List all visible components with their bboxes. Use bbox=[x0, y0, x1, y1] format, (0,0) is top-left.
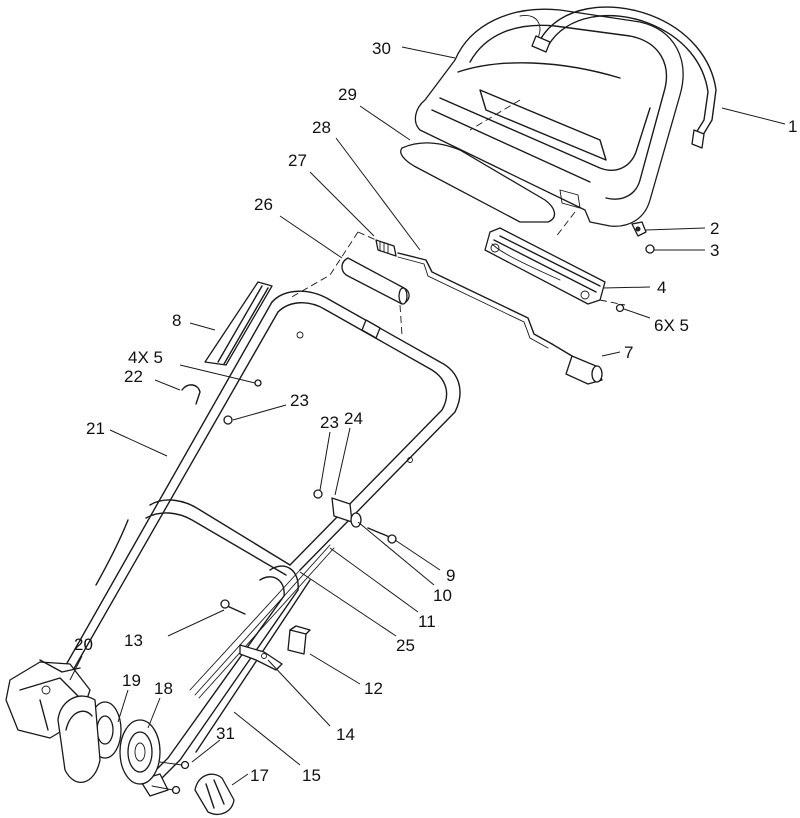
part-25-cable bbox=[189, 569, 301, 691]
callout-14: 14 bbox=[336, 725, 355, 744]
part-5-screw bbox=[254, 379, 262, 387]
wheel-housing bbox=[57, 695, 101, 783]
part-8-trim-piece bbox=[204, 281, 273, 366]
part-11-cable bbox=[194, 544, 335, 699]
callout-23-upper: 23 bbox=[290, 391, 309, 410]
callout-21: 21 bbox=[86, 419, 105, 438]
callout-17: 17 bbox=[250, 766, 269, 785]
part-28-control-rod bbox=[397, 252, 553, 349]
assembly-guide-lines bbox=[289, 99, 626, 336]
callout-12: 12 bbox=[364, 679, 383, 698]
callout-31: 31 bbox=[216, 724, 235, 743]
callout-1: 1 bbox=[788, 117, 797, 136]
part-14-bracket bbox=[239, 644, 283, 671]
callout-27: 27 bbox=[288, 151, 307, 170]
callout-3: 3 bbox=[710, 241, 719, 260]
part-31-screws bbox=[151, 760, 190, 795]
callout-10: 10 bbox=[433, 586, 452, 605]
part-21-upper-handle bbox=[61, 290, 461, 673]
part-1-bail-bar bbox=[531, 6, 717, 149]
part-27-spring bbox=[375, 239, 397, 257]
callout-22: 22 bbox=[124, 367, 143, 386]
part-23-nut-upper bbox=[223, 415, 233, 425]
part-4-control-bracket bbox=[484, 227, 606, 305]
callout-28: 28 bbox=[312, 118, 331, 137]
part-22-clip bbox=[181, 384, 201, 405]
callout-19: 19 bbox=[122, 671, 141, 690]
callout-23-lower: 23 bbox=[320, 413, 339, 432]
part-23-nut bbox=[313, 489, 323, 499]
part-10-washer bbox=[350, 512, 362, 528]
part-3-screw bbox=[645, 244, 655, 254]
callout-11: 11 bbox=[418, 612, 436, 631]
callout-8: 8 bbox=[172, 311, 181, 330]
leader-lines bbox=[69, 46, 786, 786]
callout-9: 9 bbox=[446, 566, 455, 585]
callout-4x5: 4X 5 bbox=[128, 348, 163, 367]
callout-15: 15 bbox=[302, 766, 321, 785]
callout-26: 26 bbox=[254, 195, 273, 214]
callout-18: 18 bbox=[154, 679, 173, 698]
part-12-block bbox=[287, 625, 311, 655]
part-29-decal bbox=[400, 142, 556, 223]
callout-2: 2 bbox=[710, 219, 719, 238]
part-26-foam-grip bbox=[341, 257, 410, 305]
part-13-bolt bbox=[220, 599, 246, 615]
callout-6x5: 6X 5 bbox=[654, 316, 689, 335]
callout-24: 24 bbox=[344, 409, 363, 428]
part-2-clip bbox=[631, 221, 647, 237]
part-9-bolt bbox=[367, 527, 397, 544]
callout-4: 4 bbox=[657, 278, 666, 297]
callout-labels: 1 2 3 4 6X 5 7 8 4X 5 22 23 21 23 24 9 1… bbox=[74, 39, 797, 785]
callout-20: 20 bbox=[74, 635, 93, 654]
callout-29: 29 bbox=[338, 85, 357, 104]
part-7-cable-end bbox=[551, 343, 603, 385]
part-17-cap bbox=[194, 773, 235, 815]
callout-7: 7 bbox=[624, 343, 633, 362]
callout-30: 30 bbox=[372, 39, 391, 58]
callout-25: 25 bbox=[396, 636, 415, 655]
part-6-screw bbox=[615, 303, 625, 313]
part-30-handle-console bbox=[414, 8, 684, 227]
callout-13: 13 bbox=[124, 631, 143, 650]
part-18-hub bbox=[119, 719, 161, 785]
